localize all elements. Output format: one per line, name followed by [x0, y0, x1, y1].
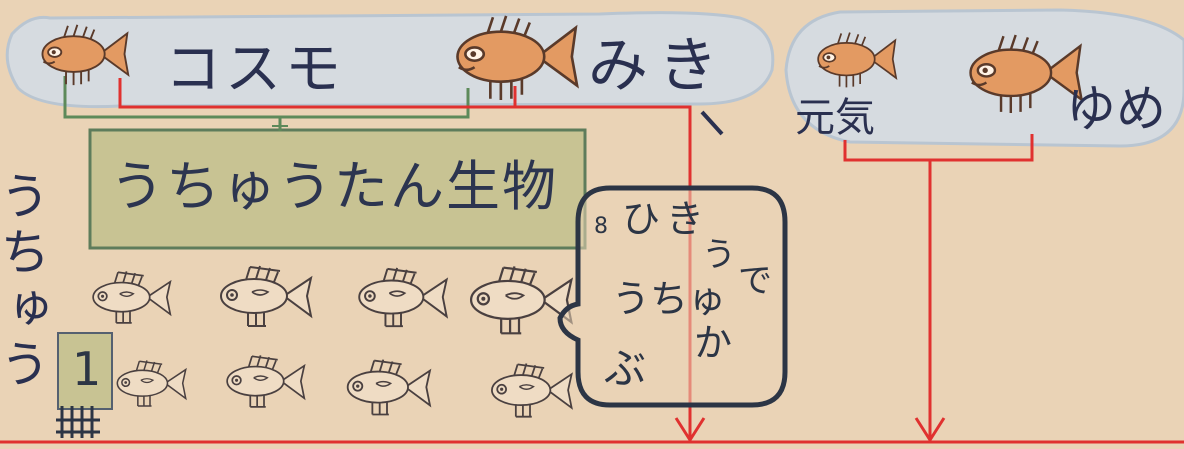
baby-fish-icon-4	[469, 265, 573, 336]
baby-fish-icon-5	[116, 359, 187, 408]
baby-fish-icon-7	[346, 358, 431, 417]
bubble-text-2: う	[702, 235, 736, 275]
name-genki: 元気	[795, 95, 875, 141]
bubble-text-5: か	[694, 321, 733, 365]
baby-fish-icon-3	[358, 266, 448, 329]
title-box	[88, 128, 587, 250]
side-label: うちゅう	[0, 170, 50, 394]
bubble-text-6: ぶ	[604, 344, 647, 393]
page-title: うちゅうたん生物	[110, 155, 558, 218]
green-parent-line	[63, 76, 470, 119]
bubble-text-1: ひき	[622, 197, 711, 241]
counter-box	[57, 332, 113, 410]
tally-marks	[56, 406, 100, 438]
red-arrow-right	[914, 417, 946, 443]
bubble-number: 8	[594, 214, 608, 239]
name-yume: ゆめ	[1066, 80, 1166, 138]
name-miki: みき	[588, 31, 728, 101]
red-parent-line-right	[843, 134, 1034, 162]
counter-box-value: 1	[72, 342, 102, 396]
ink-stroke	[700, 110, 724, 136]
bubble-text-3: で	[738, 261, 772, 301]
baby-fish-icon-6	[226, 354, 306, 409]
bubble-text-4: うちゅ	[612, 277, 727, 321]
left-couple-bubble	[5, 11, 775, 109]
red-arrow-left	[674, 417, 706, 443]
speech-bubble-outline	[557, 185, 788, 408]
name-cosmo: コスモ	[165, 37, 345, 102]
baby-fish-icon-1	[92, 270, 172, 325]
baby-fish-icon-8	[491, 362, 573, 419]
baby-fish-icon-2	[219, 264, 313, 329]
